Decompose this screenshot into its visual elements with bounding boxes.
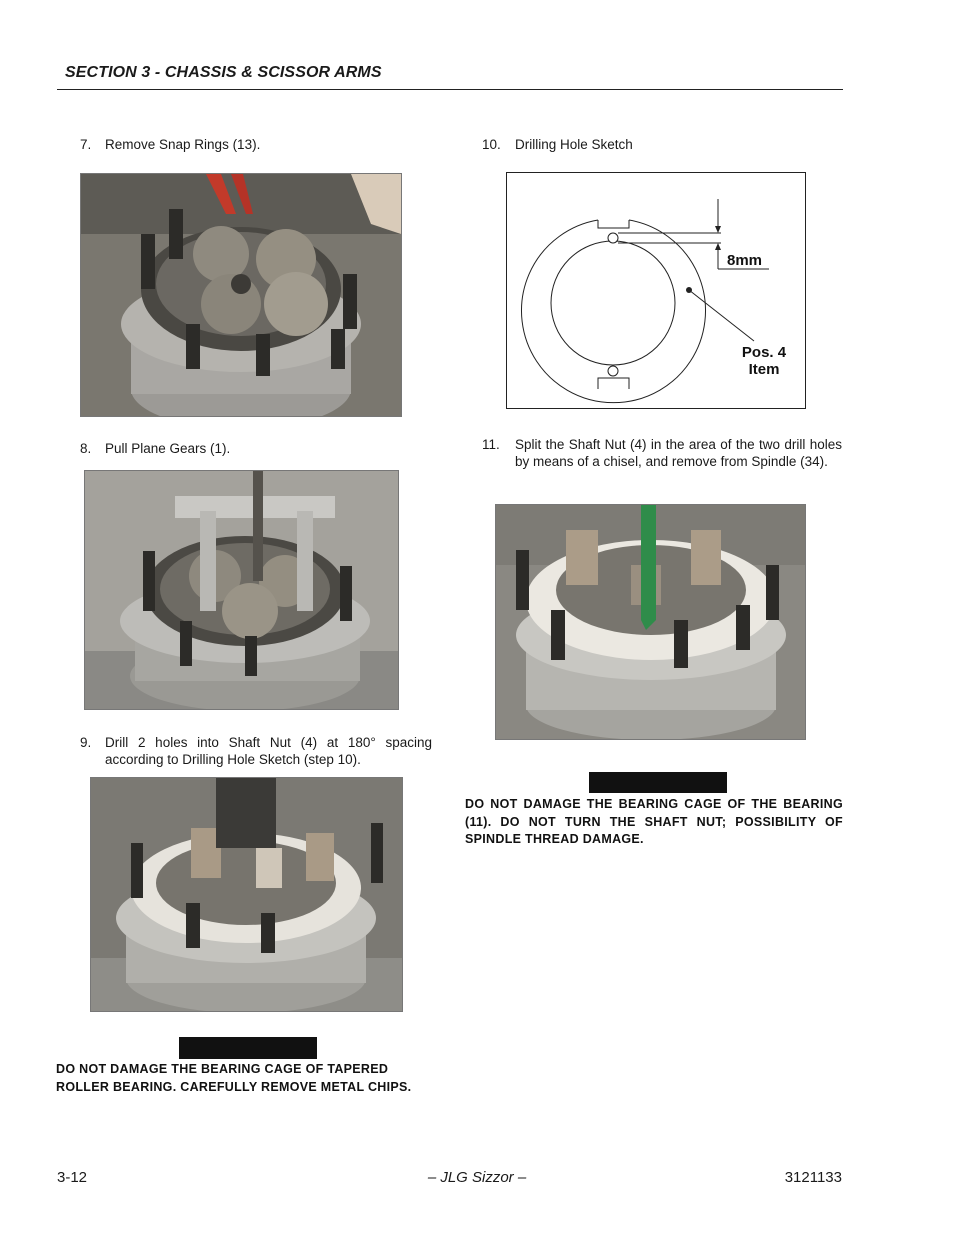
- caution-header-right: [589, 772, 727, 793]
- step-text: Remove Snap Rings (13).: [105, 137, 261, 152]
- step-text: Pull Plane Gears (1).: [105, 441, 231, 456]
- caution-text-left: DO NOT DAMAGE THE BEARING CAGE OF TAPERE…: [56, 1062, 412, 1094]
- sketch-drawing: 8mm Pos. 4 Item: [521, 199, 787, 404]
- step-11: 11. Split the Shaft Nut (4) in the area …: [482, 436, 842, 490]
- header-rule: [57, 89, 843, 90]
- step-number: 8.: [80, 441, 92, 456]
- step-number: 9.: [80, 735, 92, 750]
- photo-remove-snap-rings: [80, 173, 402, 417]
- step-10: 10. Drilling Hole Sketch: [482, 136, 842, 154]
- step-number: 7.: [80, 137, 92, 152]
- page-number: 3-12: [57, 1169, 88, 1186]
- step-number: 11.: [482, 437, 500, 452]
- photo-pull-plane-gears: [84, 470, 399, 710]
- step-8: 8. Pull Plane Gears (1).: [80, 440, 432, 458]
- drilling-hole-sketch: 8mm Pos. 4 Item: [506, 172, 806, 409]
- caution-text-right: DO NOT DAMAGE THE BEARING CAGE OF THE BE…: [465, 797, 843, 846]
- pos-label: Pos. 4: [742, 344, 787, 361]
- photo-drill-holes: [90, 777, 403, 1012]
- section-title: SECTION 3 - CHASSIS & SCISSOR ARMS: [65, 64, 382, 81]
- step-number: 10.: [482, 137, 501, 152]
- footer-title: – JLG Sizzor –: [427, 1169, 527, 1186]
- step-text: Drill 2 holes into Shaft Nut (4) at 180°…: [105, 735, 432, 767]
- dimension-label: 8mm: [727, 252, 762, 269]
- caution-header-left: [179, 1037, 317, 1059]
- step-9: 9. Drill 2 holes into Shaft Nut (4) at 1…: [80, 734, 432, 770]
- photo-split-shaft-nut: [495, 504, 806, 740]
- step-text: Split the Shaft Nut (4) in the area of t…: [515, 437, 842, 469]
- document-number: 3121133: [784, 1169, 842, 1186]
- step-text: Drilling Hole Sketch: [515, 137, 633, 152]
- step-7: 7. Remove Snap Rings (13).: [80, 136, 432, 154]
- item-label: Item: [749, 361, 780, 378]
